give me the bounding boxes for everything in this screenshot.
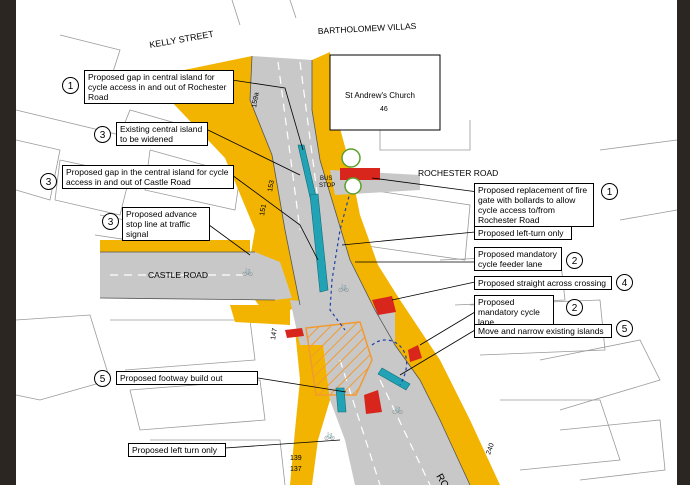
label-137: 137: [290, 466, 302, 473]
callout-1-text: Proposed gap in central island for cycle…: [84, 70, 234, 104]
callout-leaders: [204, 79, 479, 449]
callout-4-text: Proposed advance stop line at traffic si…: [122, 207, 210, 241]
callout-7-number: 2: [566, 252, 583, 269]
road-edges: [99, 55, 471, 485]
callout-1-number: 1: [62, 77, 79, 94]
label-153: 153: [267, 180, 276, 193]
label-139: 139: [290, 455, 302, 462]
central-islands: [297, 144, 411, 413]
tree-icons: [341, 148, 362, 195]
marking-bus: BUS: [320, 176, 332, 182]
label-church-number: 46: [380, 106, 388, 113]
svg-text:🚲: 🚲: [324, 431, 335, 441]
label-rochester-road: ROCHESTER ROAD: [418, 168, 498, 178]
svg-text:🚲: 🚲: [392, 405, 403, 415]
label-castle-road: CASTLE ROAD: [148, 270, 208, 280]
cycle-route-dashed: [329, 184, 353, 331]
box-junction: [305, 321, 373, 396]
callout-9-number: 2: [566, 299, 583, 316]
label-159a: 159a: [251, 92, 261, 109]
callout-11-text: Proposed footway build out: [116, 371, 258, 385]
callout-3-number: 3: [40, 173, 57, 190]
callout-8-number: 4: [616, 274, 633, 291]
label-church: St Andrew's Church: [345, 91, 415, 100]
callout-8-text: Proposed straight across crossing: [474, 276, 612, 290]
red-surfacing: [285, 168, 422, 414]
church-building: [329, 54, 441, 131]
callout-10-text: Move and narrow existing islands: [474, 324, 612, 338]
callout-12-text: Proposed left turn only: [128, 443, 226, 457]
label-147: 147: [270, 328, 279, 341]
svg-text:🚲: 🚲: [338, 283, 349, 293]
cycle-route-dashed-2: [371, 339, 408, 386]
callout-6-text: Proposed left-turn only: [474, 226, 572, 240]
svg-text:🚲: 🚲: [242, 267, 253, 277]
callout-3-text: Proposed gap in the central island for c…: [62, 165, 234, 189]
label-240: 240: [485, 442, 496, 455]
callout-11-number: 5: [94, 370, 111, 387]
cycle-symbols: 🚲 🚲 🚲 🚲: [242, 267, 403, 441]
marking-stop: STOP: [319, 183, 335, 189]
label-151: 151: [259, 204, 268, 217]
callout-7-text: Proposed mandatory cycle feeder lane: [474, 247, 562, 271]
callout-10-number: 5: [616, 320, 633, 337]
callout-5-text: Proposed replacement of fire gate with b…: [474, 183, 594, 227]
callout-2-text: Existing central island to be widened: [116, 122, 208, 146]
callout-4-number: 3: [102, 213, 119, 230]
callout-2-number: 3: [94, 126, 111, 143]
callout-9-text: Proposed mandatory cycle lane: [474, 295, 554, 329]
callout-5-number: 1: [601, 183, 618, 200]
